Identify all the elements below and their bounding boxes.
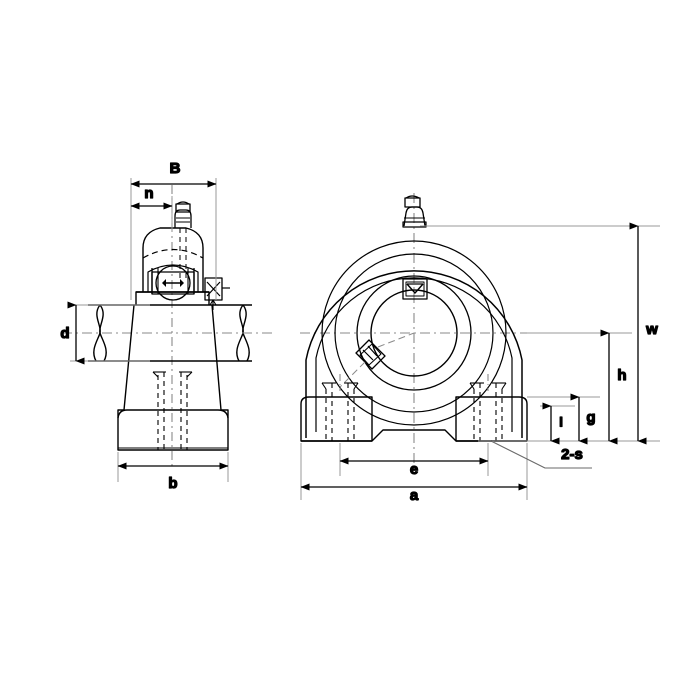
note-2s: 2-s xyxy=(490,440,592,469)
base-tapped-hole-hidden xyxy=(157,372,188,450)
set-screw-lower-left xyxy=(355,339,386,370)
housing-outline-outer xyxy=(305,270,523,438)
dimension-a: a xyxy=(300,483,528,505)
foot-right xyxy=(455,396,528,442)
dimension-label-h: h xyxy=(617,367,626,384)
dimension-n: n xyxy=(130,184,173,210)
base-tapped-hole-chamfer xyxy=(152,371,193,378)
bearing-bore xyxy=(370,289,458,377)
grease-nipple xyxy=(174,201,192,228)
set-screw-axis-lower xyxy=(339,361,366,388)
foot-left xyxy=(300,396,373,442)
dimension-label-a: a xyxy=(410,487,419,504)
dimension-h: h xyxy=(600,329,627,445)
set-screw-axis-center xyxy=(377,332,415,348)
dimension-B: B xyxy=(130,159,217,188)
dimension-d: d xyxy=(60,301,85,365)
bolt-slot-left-top xyxy=(321,374,359,391)
dimension-g: g xyxy=(570,393,596,445)
housing-upper xyxy=(135,201,230,310)
side-view-group: B n d b xyxy=(60,159,272,493)
bolt-slot-left-hidden xyxy=(325,383,355,441)
bolt-slot-right-top xyxy=(469,374,507,391)
housing-outline-inner xyxy=(315,277,513,432)
dimension-label-g: g xyxy=(586,409,595,426)
dimension-b: b xyxy=(117,462,229,493)
dimension-label-n: n xyxy=(144,185,153,202)
dimension-label-2s: 2-s xyxy=(561,446,583,463)
dimension-label-b: b xyxy=(168,475,177,492)
housing-ring-2 xyxy=(334,253,494,413)
bearing-ball-circle xyxy=(155,265,191,301)
dimension-l: l xyxy=(542,402,563,445)
dimension-label-d: d xyxy=(60,325,69,342)
shaft-break-left-b xyxy=(99,304,107,362)
front-view-group: w h g l e xyxy=(300,193,660,505)
dimension-e: e xyxy=(339,457,489,479)
bearing-outer-ring xyxy=(142,227,204,292)
housing-pedestal xyxy=(117,304,229,451)
note-2s-leader xyxy=(490,440,592,469)
housing-ring-1 xyxy=(321,240,507,426)
dimension-label-w: w xyxy=(645,321,658,338)
dimension-label-l: l xyxy=(559,414,563,429)
set-screw-marker xyxy=(162,279,184,287)
dimension-label-B: B xyxy=(170,160,181,177)
grease-nipple-front xyxy=(402,195,427,228)
base-web xyxy=(371,429,457,442)
dimension-w: w xyxy=(629,222,659,445)
set-screw-top xyxy=(402,278,428,300)
dimension-label-e: e xyxy=(410,461,418,478)
bolt-slot-right-hidden xyxy=(473,383,503,441)
bearing-outer-race xyxy=(356,275,472,391)
